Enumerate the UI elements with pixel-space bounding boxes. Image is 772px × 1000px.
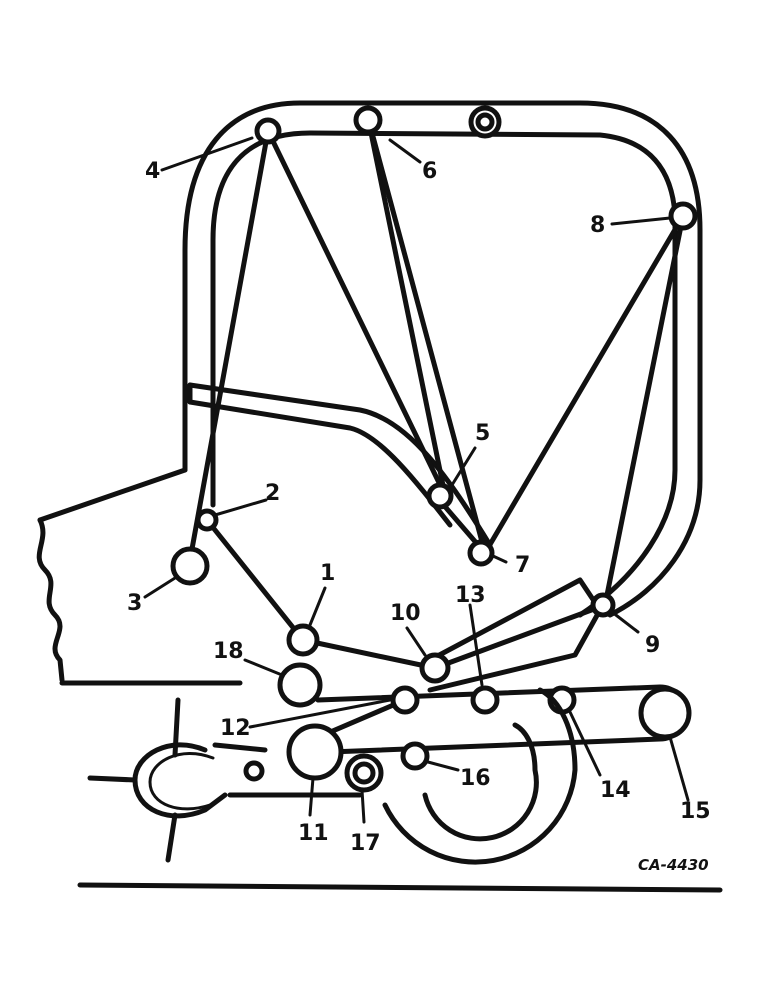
callout-12: 12: [220, 716, 251, 741]
callout-1: 1: [320, 561, 335, 586]
roller-6: [353, 105, 383, 135]
roller-12: [390, 685, 420, 715]
idler-roller-small: [475, 112, 495, 132]
callout-7: 7: [515, 553, 530, 578]
callout-9: 9: [645, 633, 660, 658]
callout-14: 14: [600, 778, 631, 803]
callout-6: 6: [422, 159, 437, 184]
callout-8: 8: [590, 213, 605, 238]
roller-17-inner: [352, 761, 376, 785]
pickup-assembly: [87, 697, 363, 863]
roller-13: [470, 685, 500, 715]
callout-leaders: [143, 136, 690, 824]
callout-15: 15: [680, 799, 711, 824]
roller-10: [419, 652, 451, 684]
roller-7: [467, 539, 495, 567]
figure-code: CA-4430: [638, 856, 709, 874]
callout-17: 17: [350, 831, 381, 856]
roller-3: [170, 546, 210, 586]
roller-5: [426, 482, 454, 510]
roller-1: [286, 623, 320, 657]
pickup-hub: [243, 760, 265, 782]
callout-5: 5: [475, 421, 490, 446]
callout-4: 4: [145, 159, 160, 184]
roller-9: [590, 592, 616, 618]
callout-2: 2: [265, 481, 280, 506]
roller-15: [638, 686, 692, 740]
callout-labels: 1 2 3 4 5 6 7 8 9 10 11 12 13 14 15 16 1…: [127, 159, 711, 874]
roller-11: [286, 723, 344, 781]
wheel: [382, 687, 578, 865]
callout-18: 18: [213, 639, 244, 664]
roller-8: [668, 201, 698, 231]
roller-16: [400, 741, 430, 771]
callout-16: 16: [460, 766, 491, 791]
rollers: [170, 105, 698, 793]
callout-11: 11: [298, 821, 329, 846]
callout-3: 3: [127, 591, 142, 616]
callout-13: 13: [455, 583, 486, 608]
roller-2: [195, 508, 219, 532]
ground-line: [77, 882, 723, 893]
roller-18: [277, 662, 323, 708]
roller-4: [254, 117, 282, 145]
callout-10: 10: [390, 601, 421, 626]
drive-belts: [187, 115, 686, 748]
